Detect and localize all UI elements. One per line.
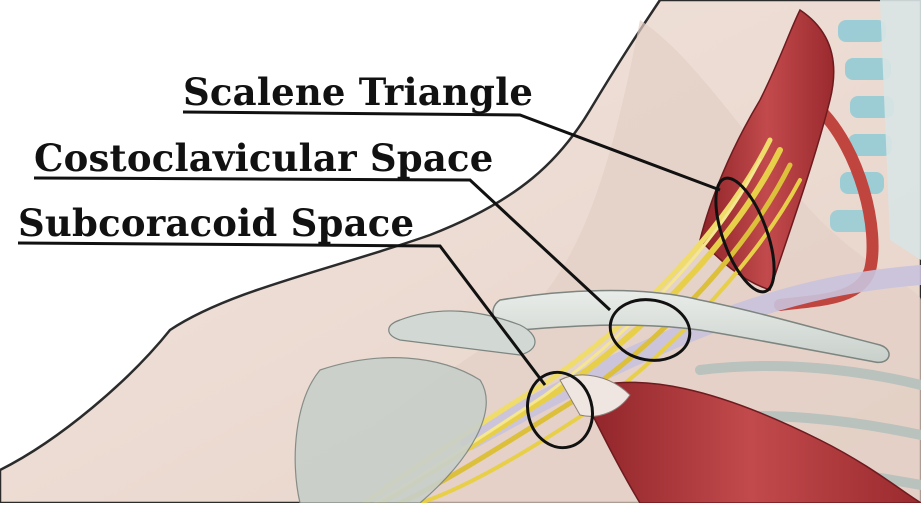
subcoracoid-space-label: Subcoracoid Space <box>18 205 414 242</box>
scalene-triangle-label: Scalene Triangle <box>183 74 533 111</box>
costoclavicular-space-label: Costoclavicular Space <box>34 140 494 177</box>
